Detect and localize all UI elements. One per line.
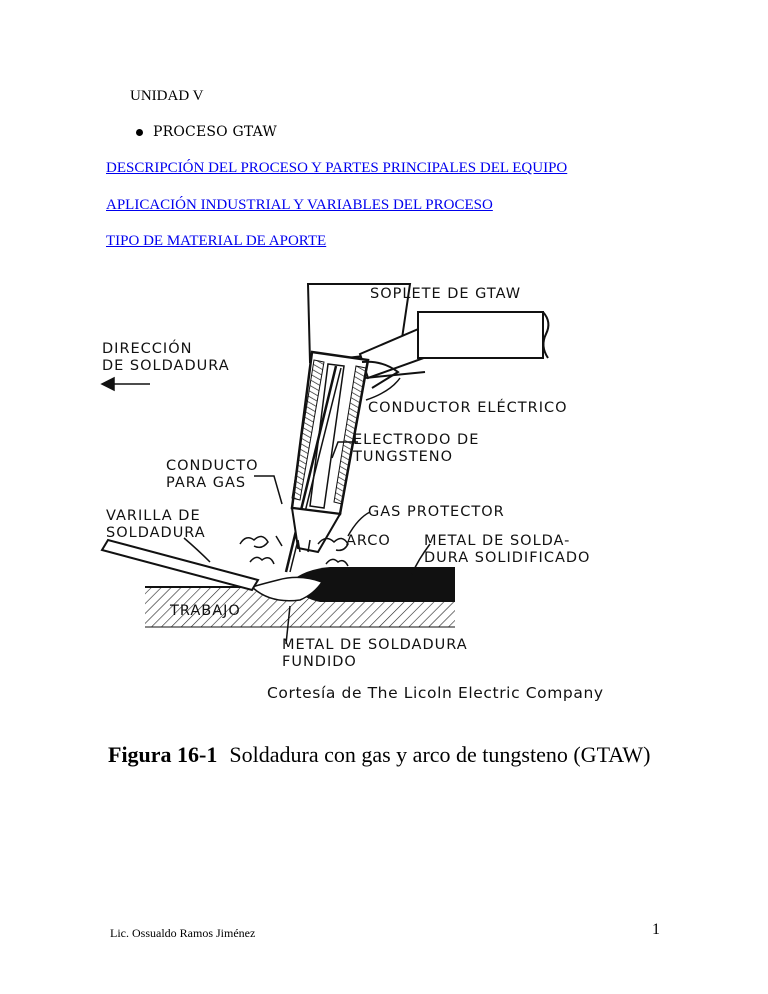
figure-caption-text: Soldadura con gas y arco de tungsteno (G… — [229, 742, 651, 767]
link-process-description[interactable]: DESCRIPCIÓN DEL PROCESO Y PARTES PRINCIP… — [106, 160, 568, 176]
gtaw-diagram — [100, 283, 550, 645]
filler-rod — [100, 538, 260, 592]
footer-author: Lic. Ossualdo Ramos Jiménez — [110, 926, 256, 940]
label-work: TRABAJO — [170, 603, 241, 619]
page-number: 1 — [652, 921, 660, 938]
bullet-icon — [136, 128, 143, 136]
label-tungsten-electrode: ELECTRODO DE TUNGSTENO — [353, 432, 480, 465]
torch-body — [284, 350, 400, 573]
figure-caption: Figura 16-1 Soldadura con gas y arco de t… — [108, 742, 650, 768]
molten-pool — [250, 576, 324, 602]
link-industrial-application[interactable]: APLICACIÓN INDUSTRIAL Y VARIABLES DEL PR… — [106, 197, 493, 213]
label-solidified-metal: METAL DE SOLDA- DURA SOLIDIFICADO — [424, 533, 591, 566]
label-torch: SOPLETE DE GTAW — [370, 286, 522, 302]
label-gas-conduit: CONDUCTO PARA GAS — [166, 458, 259, 491]
label-arc: ARCO — [346, 533, 391, 549]
label-electrical-conductor: CONDUCTOR ELÉCTRICO — [368, 400, 568, 416]
solidified-weld-bead — [290, 567, 455, 602]
link-filler-material[interactable]: TIPO DE MATERIAL DE APORTE — [106, 233, 327, 249]
label-welding-direction: DIRECCIÓN DE SOLDADURA — [102, 341, 230, 374]
leader-lines — [100, 376, 431, 645]
label-molten-metal: METAL DE SOLDADURA FUNDIDO — [282, 637, 468, 670]
bullet-text: PROCESO GTAW — [153, 124, 277, 140]
figure-courtesy: Cortesía de The Licoln Electric Company — [267, 684, 604, 702]
label-filler-rod: VARILLA DE SOLDADURA — [106, 508, 206, 541]
label-shielding-gas: GAS PROTECTOR — [368, 504, 505, 520]
unit-heading: UNIDAD V — [130, 88, 204, 104]
torch-handle — [306, 283, 550, 380]
figure-number: Figura 16-1 — [108, 742, 218, 767]
shielding-gas-swirls — [239, 535, 349, 567]
bullet-item: PROCESO GTAW — [136, 124, 277, 140]
gtaw-figure: SOPLETE DE GTAW DIRECCIÓN DE SOLDADURA C… — [100, 282, 610, 722]
